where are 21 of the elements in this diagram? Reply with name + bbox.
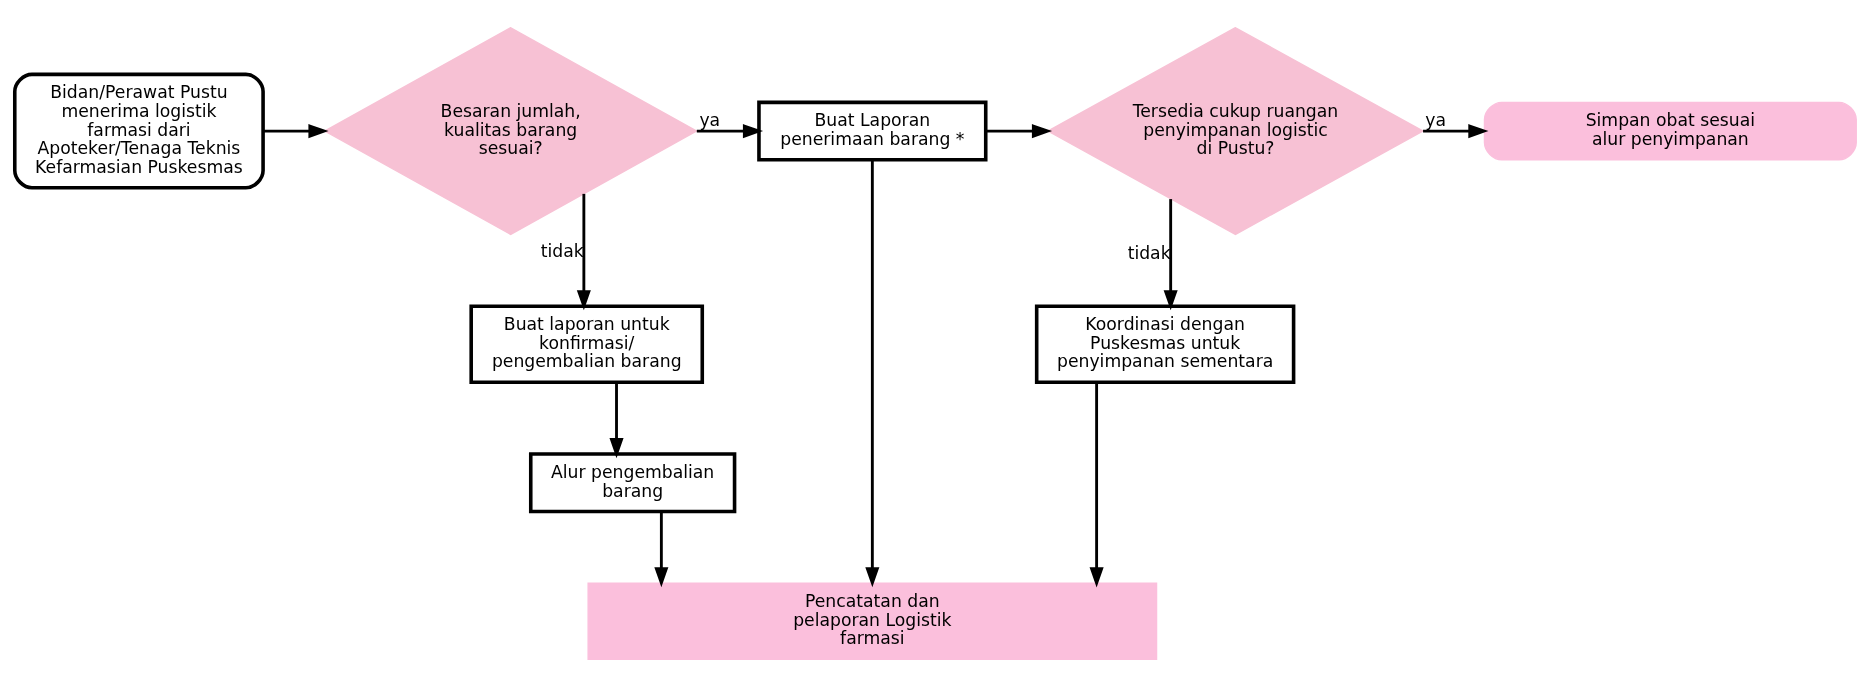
arrow [576,193,591,310]
node-diamond: Tersedia cukup ruangan penyimpanan logistic di Pustu? [1046,26,1425,235]
arrow [263,123,329,138]
edge-label: ya [1425,109,1447,130]
node-box: Buat laporan untuk konfirmasi/ pengembalian barang [469,303,705,384]
node-box: Alur pengembalian barang [528,451,737,513]
arrow [1423,123,1489,138]
arrow [654,511,669,587]
node-box: Pencatatan dan pelaporan Logistik farmasi [587,581,1158,660]
edge-label: ya [699,109,721,130]
arrow [1089,382,1104,587]
arrow [609,381,624,458]
arrow [985,123,1053,138]
node-box: Bidan/Perawat Pustu menerima logistik farmasi dari Apoteker/Tenaga Teknis Kefarmasian Puskesmas [13,72,265,190]
arrow [1163,198,1178,310]
node-box: Koordinasi dengan Puskesmas untuk penyimpanan sementara [1034,303,1296,384]
node-box: Simpan obat sesuai alur penyimpanan [1483,101,1857,160]
arrow [865,159,880,587]
node-box: Buat Laporan penerimaan barang * [757,100,988,162]
arrow [696,123,764,138]
node-diamond: Besaran jumlah, kualitas barang sesuai? [323,26,698,235]
